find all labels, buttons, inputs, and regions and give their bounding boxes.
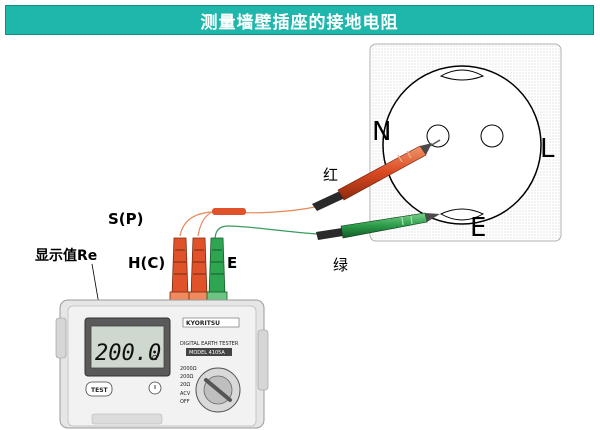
label-n: N [372,117,391,147]
red-wire-to-s [197,211,213,237]
lcd-reading: 200.0 [95,341,161,366]
label-terminal-s: S(P) [108,210,144,228]
wall-socket: N L E [369,43,562,243]
red-probe-tip [420,143,432,155]
model-plate [186,348,232,356]
model-line2: MODEL 4105A [189,350,225,356]
plug-h-body [171,237,189,297]
label-l: L [540,134,555,164]
green-probe-tip [425,213,440,222]
label-display-value: 显示值Re [35,247,97,264]
red-wire-to-h [179,211,213,237]
label-terminal-e: E [227,254,237,272]
red-wire-sleeve [212,208,246,215]
red-probe-tail [312,191,345,211]
meter-bottom-strip [91,413,163,425]
earth-tester: 200.0 Ω KYORITSU DIGITAL EARTH TESTER MO… [55,299,269,429]
dial-pos-5: OFF [180,399,190,405]
meter-side-grip-right [257,329,269,391]
red-probe-pin [429,139,441,147]
red-wire-upper [234,206,316,214]
lcd-unit: Ω [152,354,158,362]
green-wire [214,225,319,241]
banner-title: 测量墙壁插座的接地电阻 [200,12,399,33]
plug-s [188,237,210,305]
label-green-lead: 绿 [333,256,348,274]
green-probe [316,212,440,240]
brand-logo: KYORITSU [186,320,220,327]
label-earth: E [470,213,486,243]
label-terminal-h: H(C) [128,254,165,272]
meter-side-grip-left [55,317,67,359]
green-probe-grip-2 [410,215,413,225]
socket-hole-line [480,124,504,148]
dial-pos-4: ACV [180,391,191,397]
brand-plate [182,317,240,328]
earth-clip-top [439,69,485,81]
red-probe-grip-2 [406,150,412,159]
dial-pos-3: 20Ω [180,382,190,388]
lcd-screen [90,325,165,369]
red-probe-grip-1 [397,154,403,163]
plug-e [206,237,228,305]
plug-s-body [190,237,208,297]
plug-e-body [208,237,226,297]
plug-h [169,237,191,305]
model-line1: DIGITAL EARTH TESTER [180,341,239,347]
green-probe-tail [316,228,343,240]
range-dial-pointer [204,378,232,402]
earth-clip-bottom [439,208,485,221]
test-button[interactable] [85,381,113,397]
socket-hole-neutral [426,124,450,148]
socket-face [382,65,542,225]
dial-pos-2: 200Ω [180,374,194,380]
red-probe [312,139,441,211]
test-button-label: TEST [91,387,109,394]
label-red-lead: 红 [323,166,338,184]
title-banner: 测量墙壁插座的接地电阻 [5,5,594,35]
dial-pos-1: 2000Ω [180,366,197,372]
green-probe-grip-1 [401,216,404,226]
